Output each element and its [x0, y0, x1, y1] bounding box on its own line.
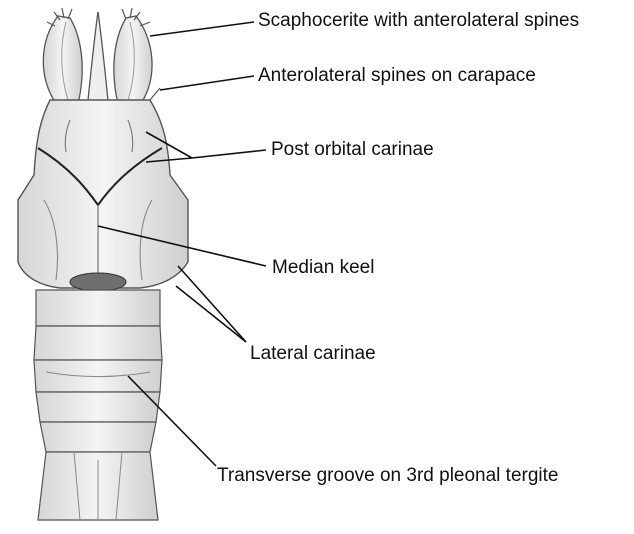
leader-lateral-b: [176, 286, 246, 342]
scaphocerite-left: [43, 8, 82, 104]
label-post-orbital-carinae: Post orbital carinae: [271, 140, 434, 159]
leader-scaphocerite: [150, 22, 254, 36]
label-anterolateral-spines: Anterolateral spines on carapace: [258, 66, 536, 85]
leader-anterolateral: [160, 76, 254, 90]
label-scaphocerite: Scaphocerite with anterolateral spines: [258, 11, 579, 30]
label-lateral-carinae: Lateral carinae: [250, 344, 376, 363]
tail-fan: [38, 452, 158, 520]
leader-postorbital-c: [192, 150, 266, 158]
scaphocerite-right: [114, 8, 152, 104]
leader-lateral-a: [178, 266, 246, 342]
carapace: [18, 88, 188, 291]
pleon: [34, 290, 162, 452]
label-median-keel: Median keel: [272, 258, 374, 277]
label-transverse-groove: Transverse groove on 3rd pleonal tergite: [217, 466, 559, 485]
